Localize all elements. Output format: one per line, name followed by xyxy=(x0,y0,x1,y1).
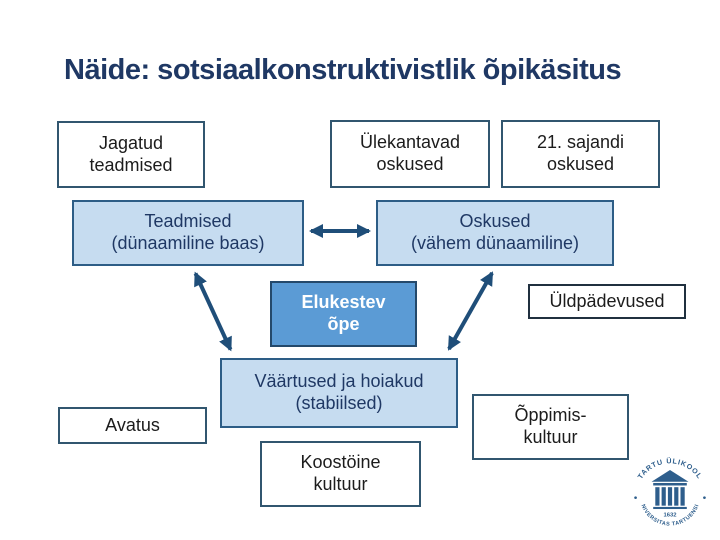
logo-building-icon xyxy=(651,469,689,510)
box-label: õpe xyxy=(327,314,360,334)
box-label: teadmised xyxy=(89,154,173,175)
box-label: 21. sajandi xyxy=(536,132,625,153)
box-label: oskused xyxy=(546,154,615,174)
logo-year: 1632 xyxy=(663,513,677,519)
box-ulekantavad-oskused: Ülekantavad oskused xyxy=(330,120,490,188)
teadmised-vaartused-double-arrow xyxy=(193,271,233,352)
box-uldpadevused: Üldpädevused xyxy=(528,284,686,319)
university-of-tartu-logo-icon: TARTU ÜLIKOOL UNIVERSITAS TARTUENSIS 163… xyxy=(628,454,706,528)
box-label: Oskused xyxy=(459,211,531,232)
box-avatus: Avatus xyxy=(58,407,207,444)
box-label: (vähem dünaamiline) xyxy=(410,233,580,253)
logo-separator-dot xyxy=(703,496,706,500)
box-label: kultuur xyxy=(523,427,578,447)
box-label: kultuur xyxy=(313,474,368,494)
box-label: (dünaamiline baas) xyxy=(111,233,265,253)
box-vaartused-hoiakud: Väärtused ja hoiakud (stabiilsed) xyxy=(220,358,458,428)
box-teadmised-dunaamiline: Teadmised (dünaamiline baas) xyxy=(72,200,304,266)
box-koostoine-kultuur: Koostöine kultuur xyxy=(260,441,421,507)
box-label: Elukestev xyxy=(301,292,386,313)
oskused-vaartused-double-arrow xyxy=(447,271,494,351)
box-label: Avatus xyxy=(105,414,160,435)
box-label: (stabiilsed) xyxy=(295,393,383,413)
box-label: Õppimis- xyxy=(514,405,587,426)
box-label: Teadmised xyxy=(144,211,232,232)
box-label: Jagatud xyxy=(98,132,164,153)
box-label: Ülekantavad xyxy=(359,132,461,153)
logo-separator-dot xyxy=(634,496,637,500)
box-oskused-vahem-dunaamiline: Oskused (vähem dünaamiline) xyxy=(376,200,614,266)
box-elukestev-ope: Elukestev õpe xyxy=(270,281,417,347)
box-21-sajandi-oskused: 21. sajandi oskused xyxy=(501,120,660,188)
box-label: Koostöine xyxy=(300,452,381,473)
page-title: Näide: sotsiaalkonstruktivistlik õpikäsi… xyxy=(64,54,622,86)
box-oppimiskultuur: Õppimis- kultuur xyxy=(472,394,629,460)
box-label: Üldpädevused xyxy=(549,290,665,311)
box-label: oskused xyxy=(376,154,444,174)
box-label: Väärtused ja hoiakud xyxy=(254,371,424,392)
box-jagatud-teadmised: Jagatud teadmised xyxy=(57,121,205,188)
